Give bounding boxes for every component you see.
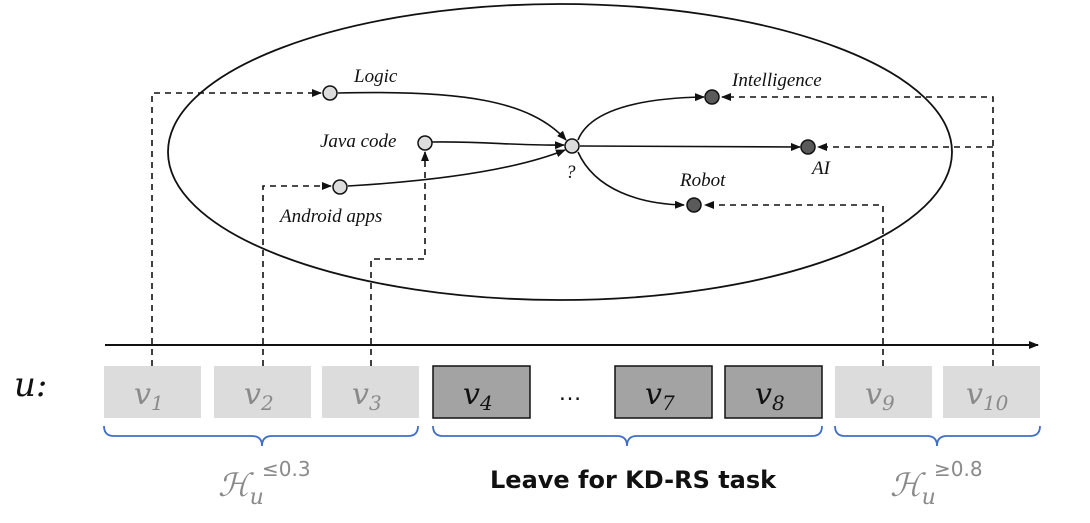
- node-android-apps: [332, 179, 348, 195]
- edge-unknown-to-robot: [577, 151, 685, 209]
- item-box-v10: [943, 366, 1040, 418]
- item-box-v1: [104, 366, 201, 418]
- brace-right: [834, 425, 1041, 447]
- item-box-v7: [614, 365, 713, 419]
- group-label-middle: Leave for KD-RS task: [490, 466, 777, 494]
- item-label-v10: v10: [966, 377, 1009, 415]
- group-label-high-sup: ≥0.8: [934, 457, 983, 481]
- node-intelligence: [704, 89, 720, 105]
- node-java-code: [417, 135, 433, 151]
- link-v9-robot: [704, 201, 884, 366]
- label-intelligence: Intelligence: [731, 70, 822, 91]
- edge-unknown-to-intelligence: [577, 93, 705, 141]
- group-label-low: ℋu: [218, 466, 264, 510]
- item-label-v9: v9: [865, 377, 895, 415]
- label-java-code: Java code: [320, 131, 396, 152]
- edge-java-to-unknown: [431, 141, 565, 150]
- label-unknown: ?: [566, 162, 576, 183]
- label-android-apps: Android apps: [278, 206, 382, 227]
- concept-nodes: [322, 85, 816, 213]
- label-logic: Logic: [353, 66, 398, 87]
- edge-android-to-unknown: [347, 149, 566, 187]
- item-box-v2: [214, 366, 311, 418]
- item-sequence: v1 v2 v3 v4 … v7 v8 v9 v10: [104, 365, 1040, 419]
- user-label: u:: [14, 365, 47, 405]
- item-label-v1: v1: [134, 377, 164, 415]
- brace-left: [103, 425, 419, 447]
- item-box-v4: [432, 365, 531, 419]
- link-v3-java: [370, 151, 429, 366]
- node-ai: [800, 139, 816, 155]
- node-unknown: [564, 138, 580, 154]
- edge-unknown-to-ai: [579, 142, 801, 151]
- link-v1-logic: [151, 89, 322, 366]
- item-label-v3: v3: [352, 377, 382, 415]
- brace-middle: [432, 425, 823, 447]
- group-braces: [103, 425, 1041, 447]
- node-logic: [322, 85, 338, 101]
- item-label-v8: v8: [755, 377, 785, 415]
- item-box-v8: [724, 365, 823, 419]
- item-label-v2: v2: [244, 377, 274, 415]
- node-robot: [686, 197, 702, 213]
- link-v10-intelligence: [721, 93, 994, 366]
- item-box-v9: [835, 366, 932, 418]
- concept-graph-ellipse: [167, 3, 953, 301]
- edge-logic-to-unknown: [337, 91, 567, 141]
- label-robot: Robot: [679, 170, 726, 191]
- item-box-v3: [322, 366, 419, 418]
- item-ellipsis: …: [558, 379, 582, 406]
- item-concept-links: [151, 89, 994, 366]
- item-label-v7: v7: [645, 377, 675, 415]
- concept-edges: [337, 91, 801, 209]
- group-label-low-sup: ≤0.3: [262, 457, 311, 481]
- item-label-v4: v4: [463, 377, 493, 415]
- group-label-high: ℋu: [890, 466, 936, 510]
- link-v2-android: [262, 182, 332, 366]
- label-ai: AI: [810, 158, 832, 179]
